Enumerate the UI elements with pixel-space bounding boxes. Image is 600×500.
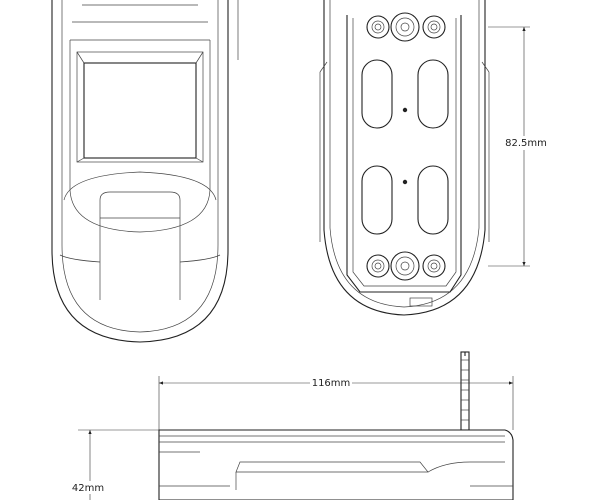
side-view-antenna [460, 351, 470, 431]
back-view-body [319, 0, 490, 316]
front-view-lower-section [59, 0, 239, 300]
front-view-display-window [76, 51, 204, 163]
depth-dimension: 42mm [70, 429, 159, 500]
back-view-bottom-screws [366, 251, 446, 307]
length-dimension-label: 116mm [312, 378, 351, 389]
length-dimension: 116mm [158, 376, 514, 430]
back-view [319, 0, 490, 316]
back-view-slots [361, 59, 449, 235]
height-dimension: 82.5mm [488, 26, 547, 267]
depth-dimension-label: 42mm [72, 483, 104, 494]
height-dimension-label: 82.5mm [505, 138, 547, 149]
back-view-top-screws [366, 12, 446, 42]
front-view [51, 0, 239, 343]
side-view [158, 351, 514, 500]
side-view-body [158, 429, 514, 500]
front-view-body [51, 0, 229, 343]
